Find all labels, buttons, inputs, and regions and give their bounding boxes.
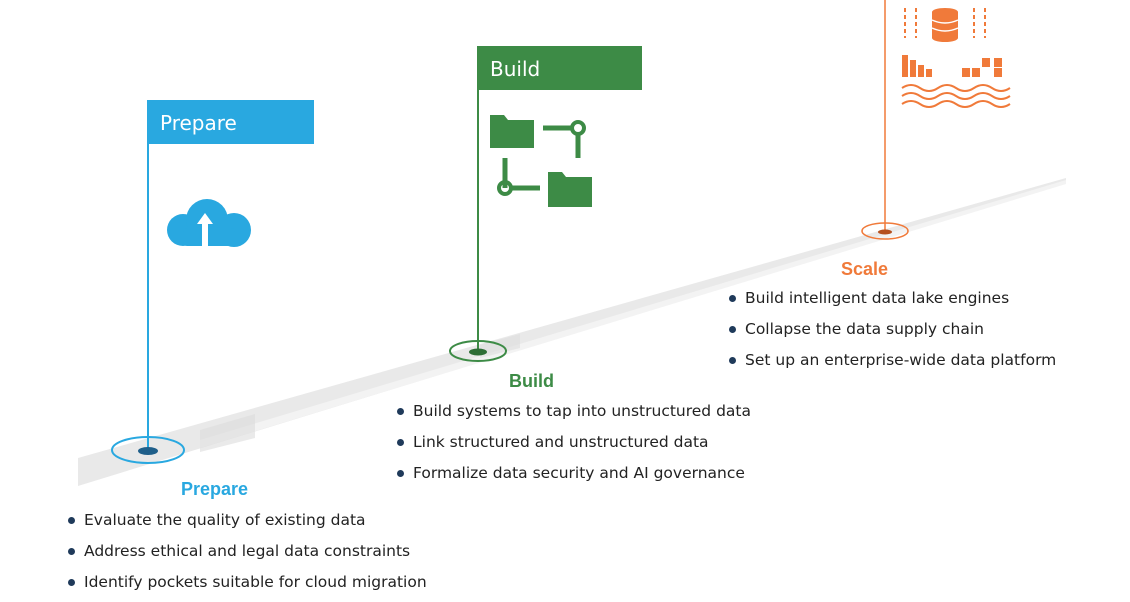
cloud-upload-icon [167,199,251,247]
road [78,178,1066,486]
list-item: Build intelligent data lake engines [727,287,1056,318]
list-item: Identify pockets suitable for cloud migr… [66,571,427,602]
prepare-bullet-list: Evaluate the quality of existing data Ad… [66,509,427,602]
build-base-ring [449,340,507,362]
prepare-flag-banner [148,100,314,144]
build-flag: Build [449,46,642,362]
build-stage-title: Build [509,371,554,391]
scale-base-ring [861,222,909,240]
scale-stage-title: Scale [841,259,889,279]
prepare-base-ring [111,436,185,464]
list-item: Set up an enterprise-wide data platform [727,349,1056,380]
build-bullet-list: Build systems to tap into unstructured d… [395,400,751,493]
list-item: Address ethical and legal data constrain… [66,540,427,571]
scale-base-dot [878,229,892,235]
scale-flag [861,0,1011,240]
list-item: Build systems to tap into unstructured d… [395,400,751,431]
build-flag-label: Build [490,57,540,81]
list-item: Formalize data security and AI governanc… [395,462,751,493]
prepare-base-dot [138,447,158,455]
build-base-dot [469,348,487,356]
prepare-stage-title: Prepare [181,479,249,499]
list-item: Evaluate the quality of existing data [66,509,427,540]
data-lake-icon [901,8,1011,108]
list-item: Link structured and unstructured data [395,431,751,462]
linked-folders-icon [490,115,592,207]
prepare-flag: Prepare [111,100,314,464]
prepare-flag-label: Prepare [160,111,237,135]
build-flag-banner [478,46,642,90]
list-item: Collapse the data supply chain [727,318,1056,349]
scale-bullet-list: Build intelligent data lake engines Coll… [727,287,1056,380]
